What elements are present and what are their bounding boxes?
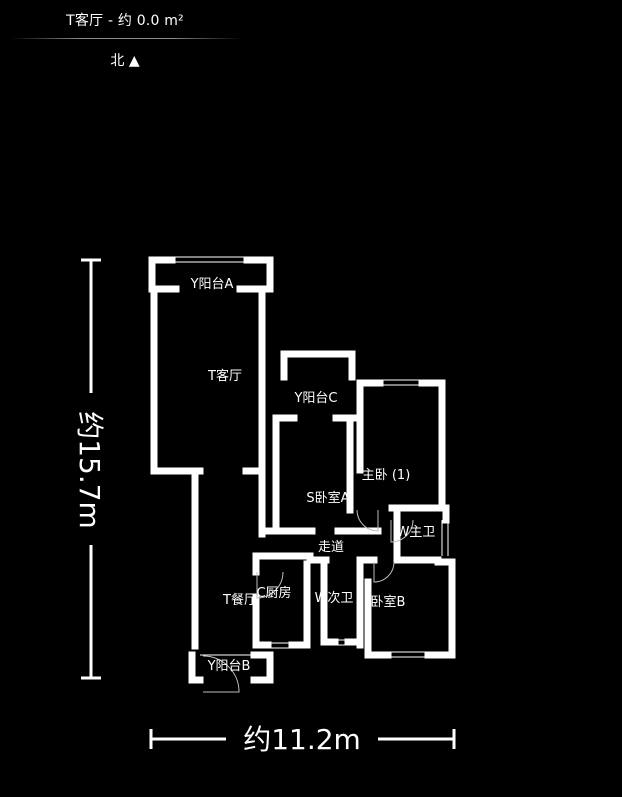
room-label-kitchen: C厨房 [256, 585, 291, 601]
room-label-living-room: T客厅 [207, 368, 242, 384]
header-divider [10, 38, 242, 39]
width-dimension-label: 约11.2m [243, 723, 361, 756]
walls [148, 256, 456, 684]
room-label-master-bedroom: 主卧 (1) [362, 468, 411, 483]
room-label-balcony-a: Y阳台A [190, 277, 234, 292]
room-label-second-bath: W次卫 [315, 590, 354, 606]
room-label-dining: T餐厅 [222, 592, 257, 608]
room-label-balcony-c: Y阳台C [293, 391, 337, 406]
page-title: T客厅 - 约 0.0 m² [66, 13, 184, 29]
room-label-bedroom-a: S卧室A [306, 490, 349, 506]
north-indicator: 北 ▲ [110, 53, 140, 69]
height-dimension-label: 约15.7m [73, 411, 106, 529]
room-label-corridor: 走道 [318, 540, 344, 555]
door-swings [202, 509, 414, 693]
room-labels: Y阳台A T客厅 Y阳台C 主卧 (1) S卧室A W主卫 走道 T餐厅 C厨房… [190, 277, 436, 674]
height-dimension: 约15.7m [73, 258, 106, 680]
room-label-balcony-b: Y阳台B [207, 659, 251, 674]
room-label-bedroom-b: 卧室B [371, 594, 406, 610]
width-dimension: 约11.2m [149, 723, 456, 756]
windows [172, 256, 449, 658]
room-label-master-bath: W主卫 [397, 525, 436, 540]
